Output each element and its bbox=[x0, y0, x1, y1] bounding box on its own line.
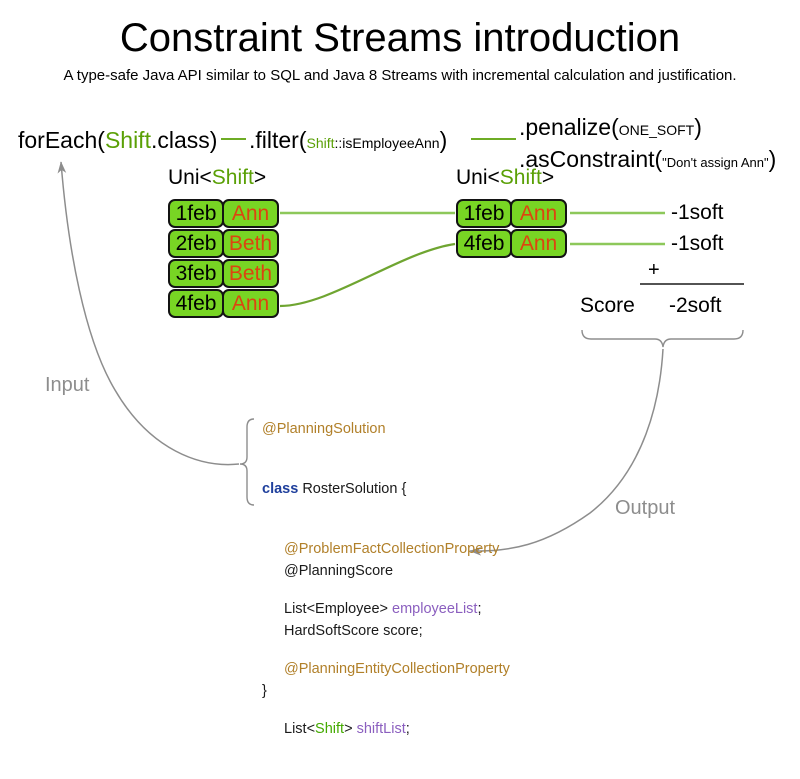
page-title: Constraint Streams introduction bbox=[119, 16, 681, 60]
uni-label-right: Uni<Shift> bbox=[456, 165, 554, 191]
code-token: @PlanningSolution bbox=[262, 421, 386, 437]
uni-left-suffix: > bbox=[253, 166, 267, 189]
code-token: ; bbox=[418, 623, 423, 639]
shift-employee: Beth bbox=[222, 259, 279, 288]
uni-right-prefix: Uni< bbox=[456, 166, 500, 189]
asconstraint-prefix: .asConstraint( bbox=[519, 146, 663, 172]
table-row: 1feb Ann bbox=[456, 199, 567, 228]
table-row: 4feb Ann bbox=[456, 229, 567, 258]
table-row: 1feb Ann bbox=[168, 199, 279, 228]
score-total-value: -2soft bbox=[669, 294, 722, 317]
page-subtitle: A type-safe Java API similar to SQL and … bbox=[63, 67, 737, 84]
code-line: class RosterSolution { bbox=[262, 479, 510, 499]
filter-prefix: .filter( bbox=[249, 127, 307, 153]
code-token: RosterSolution { bbox=[302, 481, 407, 497]
pipeline-terminal: .penalize(ONE_SOFT) .asConstraint("Don't… bbox=[519, 113, 776, 177]
filter-suffix: ) bbox=[439, 127, 448, 153]
shift-date: 2feb bbox=[168, 229, 224, 258]
shift-date: 4feb bbox=[456, 229, 512, 258]
foreach-prefix: forEach( bbox=[18, 127, 105, 153]
code-token: ; bbox=[477, 601, 482, 617]
penalize-suffix: ) bbox=[694, 114, 702, 140]
code-token: } bbox=[262, 683, 267, 699]
code-block-score: @PlanningScore HardSoftScore score; } bbox=[262, 521, 423, 741]
shift-date: 1feb bbox=[168, 199, 224, 228]
sum-operator: + bbox=[648, 259, 660, 281]
shift-employee: Ann bbox=[222, 199, 279, 228]
asconstraint-arg: "Don't assign Ann" bbox=[662, 155, 769, 170]
code-token: HardSoftScore bbox=[284, 623, 384, 639]
pipeline-foreach: forEach(Shift.class) bbox=[18, 126, 217, 154]
shift-employee: Ann bbox=[510, 229, 567, 258]
shift-employee: Ann bbox=[510, 199, 567, 228]
table-row: 4feb Ann bbox=[168, 289, 279, 318]
uni-right-generic: Shift bbox=[499, 166, 542, 189]
penalty-value-1: -1soft bbox=[671, 201, 724, 224]
code-token: score bbox=[383, 623, 419, 639]
uni-left-generic: Shift bbox=[211, 166, 254, 189]
shift-employee: Beth bbox=[222, 229, 279, 258]
penalize-prefix: .penalize( bbox=[519, 114, 619, 140]
shift-list-input: 1feb Ann 2feb Beth 3feb Beth 4feb Ann bbox=[168, 199, 279, 318]
code-line: @PlanningSolution bbox=[262, 419, 510, 439]
code-line: } bbox=[262, 681, 423, 701]
code-token: class bbox=[262, 481, 303, 497]
filter-ref-type: Shift bbox=[306, 135, 335, 151]
stream-link-4feb bbox=[279, 242, 456, 308]
pipeline-penalize: .penalize(ONE_SOFT) bbox=[519, 113, 776, 145]
score-label: Score bbox=[580, 294, 635, 317]
penalize-arg: ONE_SOFT bbox=[618, 122, 695, 138]
pipeline-filter: .filter(Shift::isEmployeeAnn) bbox=[249, 126, 447, 157]
code-line: @ProblemFactCollectionProperty bbox=[262, 539, 510, 559]
score-brace bbox=[581, 329, 744, 348]
diagram-canvas: Constraint Streams introduction A type-s… bbox=[18, 16, 776, 737]
table-row: 3feb Beth bbox=[168, 259, 279, 288]
uni-left-prefix: Uni< bbox=[168, 166, 212, 189]
shift-date: 3feb bbox=[168, 259, 224, 288]
foreach-suffix: .class) bbox=[150, 127, 218, 153]
uni-label-left: Uni<Shift> bbox=[168, 165, 266, 191]
code-token: @ProblemFactCollectionProperty bbox=[284, 541, 500, 557]
input-label: Input bbox=[45, 374, 90, 396]
penalty-value-2: -1soft bbox=[671, 232, 724, 255]
table-row: 2feb Beth bbox=[168, 229, 279, 258]
shift-date: 1feb bbox=[456, 199, 512, 228]
code-token: @PlanningScore bbox=[284, 563, 394, 579]
shift-employee: Ann bbox=[222, 289, 279, 318]
foreach-type: Shift bbox=[104, 127, 151, 153]
output-label: Output bbox=[615, 497, 676, 519]
pipeline-as-constraint: .asConstraint("Don't assign Ann") bbox=[519, 145, 776, 177]
asconstraint-suffix: ) bbox=[768, 146, 777, 172]
shift-list-filtered: 1feb Ann 4feb Ann bbox=[456, 199, 567, 258]
filter-ref-rest: ::isEmployeeAnn bbox=[334, 135, 440, 151]
code-line: @PlanningScore bbox=[262, 561, 423, 581]
shift-date: 4feb bbox=[168, 289, 224, 318]
code-line: HardSoftScore score; bbox=[262, 621, 423, 641]
code-fields-brace bbox=[239, 418, 255, 506]
uni-right-suffix: > bbox=[541, 166, 555, 189]
